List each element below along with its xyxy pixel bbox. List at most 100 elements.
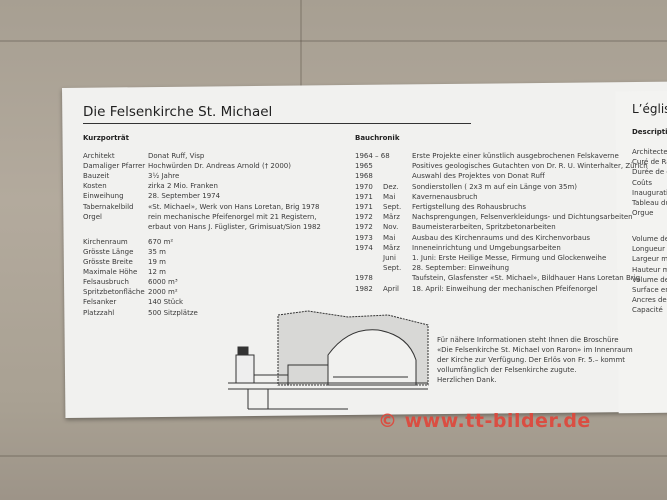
chronicle-year: 1973 (355, 233, 373, 242)
chronicle-year: 1968 (355, 172, 373, 181)
chronicle-event: Fertigstellung des Rohausbruchs (412, 203, 527, 211)
profile-value: zirka 2 Mio. Franken (148, 182, 218, 191)
profile-row: Bauzeit 3½ Jahre (83, 172, 383, 182)
profile-value: Donat Ruff, Visp (148, 152, 205, 160)
profile-label: Grösste Länge (83, 247, 134, 256)
chronicle-row: 1973 Mai Ausbau des Kirchenraums und des K… (355, 234, 625, 244)
french-row: Coûts (632, 178, 652, 187)
profile-value: rein mechanische Pfeifenorgel mit 21 Reg… (148, 212, 317, 221)
profile-label: Felsanker (83, 298, 117, 307)
profile-value: 35 m (148, 247, 166, 256)
chronicle-event: 28. September: Einweihung (412, 264, 510, 273)
profile-value: Hochwürden Dr. Andreas Arnold († 2000) (148, 162, 291, 171)
profile-value: 28. September 1974 (148, 192, 221, 201)
chronicle-month: Sept. (383, 264, 402, 273)
french-row: Architecte (632, 148, 667, 156)
watermark: © www.tt-bilder.de (378, 410, 591, 432)
french-row: Capacité (632, 306, 663, 315)
french-row: Surface en (632, 286, 667, 294)
chronicle-event: Auswahl des Projektes von Donat Ruff (412, 172, 545, 181)
chronicle-year: 1965 (355, 162, 373, 171)
french-row: Curé de Rar (632, 158, 667, 167)
profile-label: Kosten (83, 182, 107, 191)
title-underline (83, 123, 471, 125)
profile-label: Einweihung (83, 192, 124, 201)
profile-row: Grösste Breite 19 m (83, 258, 383, 268)
chronicle-year: 1982 (355, 284, 373, 293)
chronicle-month: April (383, 284, 399, 293)
info-line: vollumfänglich der Felsenkirche zugute. (437, 366, 577, 374)
chronicle-year: 1978 (355, 274, 373, 283)
french-row: Inauguratio (632, 188, 667, 197)
chronicle-year: 1964 – 68 (355, 152, 390, 160)
chronicle-event: Kavernenausbruch (412, 192, 478, 201)
profile-value: «St. Michael», Werk von Hans Loretan, Br… (148, 202, 320, 211)
chronicle-row: 1972 Nov. Baumeisterarbeiten, Spritzbetona… (355, 223, 625, 233)
chronicle-event: Ausbau des Kirchenraums und des Kirchenv… (412, 233, 591, 242)
chronicle-month: März (383, 213, 400, 222)
french-row: Longueur m (632, 245, 667, 254)
chronicle-event: Erste Projekte einer künstlich ausgebroc… (412, 152, 619, 160)
chronicle-year: 1971 (355, 203, 373, 211)
chronicle-event: 1. Juni: Erste Heilige Messe, Firmung un… (412, 254, 607, 262)
chronicle-row: Juni 1. Juni: Erste Heilige Messe, Firmun… (355, 254, 625, 264)
french-row: Volume de (632, 275, 667, 284)
chronicle-month: Mai (383, 233, 396, 242)
chronicle-year: 1972 (355, 213, 373, 222)
profile-label: Tabernakelbild (83, 202, 134, 211)
profile-label: Kirchenraum (83, 237, 128, 246)
chronicle-month: Nov. (383, 223, 399, 232)
chronicle-month: Dez. (383, 182, 399, 191)
chronicle-year: 1970 (355, 182, 373, 191)
chronicle-row: 1964 – 68 Erste Projekte einer künstlich … (355, 152, 625, 162)
chronicle-event: 18. April: Einweihung der mechanischen P… (412, 284, 598, 293)
profile-row: Kosten zirka 2 Mio. Franken (83, 182, 383, 192)
info-line: Herzlichen Dank. (437, 376, 497, 384)
chronicle-row: 1971 Mai Kavernenausbruch (355, 193, 625, 203)
sign-title: Die Felsenkirche St. Michael (83, 104, 273, 120)
profile-row: Orgel rein mechanische Pfeifenorgel mit 2… (83, 213, 383, 223)
profile-label: Bauzeit (83, 172, 110, 181)
french-row: Ancres de r (632, 296, 667, 305)
french-row: Durée de co (632, 168, 667, 177)
profile-value: 12 m (148, 268, 166, 277)
chronicle-event: Nachsprengungen, Felsenverkleidungs- und… (412, 213, 633, 222)
french-row: Orgue (632, 209, 654, 218)
profile-value: erbaut von Hans J. Füglister, Grimisuat/… (148, 222, 321, 231)
french-row: Largeur ma (632, 255, 667, 264)
wall-seam (300, 0, 302, 88)
chronicle-row: 1970 Dez. Sondierstollen ( 2x3 m auf ein L… (355, 183, 625, 193)
profile-label: Grösste Breite (83, 258, 133, 266)
chronicle-event: Inneneinrichtung und Umgebungsarbeiten (412, 243, 561, 252)
profile-value: 19 m (148, 258, 166, 266)
chronicle-event: Baumeisterarbeiten, Spritzbetonarbeiten (412, 223, 556, 232)
chronicle-row: 1965 Positives geologisches Gutachten von… (355, 162, 648, 172)
wall-seam (0, 455, 667, 457)
profile-row: Tabernakelbild «St. Michael», Werk von Ha… (83, 203, 383, 213)
chronicle-event: Sondierstollen ( 2x3 m auf ein Länge von… (412, 182, 578, 191)
chronicle-month: März (383, 243, 400, 252)
profile-value: 3½ Jahre (148, 172, 180, 181)
chronicle-event: Positives geologisches Gutachten von Dr.… (412, 162, 648, 171)
chronicle-month: Mai (383, 192, 396, 201)
info-line: Für nähere Informationen steht Ihnen die… (437, 336, 619, 344)
chronicle-year: 1971 (355, 192, 373, 201)
french-row: Hauteur ma (632, 265, 667, 274)
profile-label: Spritzbetonfläche (83, 288, 145, 297)
profile-row: erbaut von Hans J. Füglister, Grimisuat/… (83, 223, 383, 233)
profile-row: Einweihung 28. September 1974 (83, 192, 383, 202)
profile-label: Orgel (83, 212, 102, 221)
profile-label: Platzzahl (83, 308, 115, 317)
chronicle-year: 1972 (355, 223, 373, 232)
chronicle-row: Sept. 28. September: Einweihung (355, 264, 625, 274)
info-line: der Kirche zur Verfügung. Der Erlös von … (437, 356, 626, 364)
chronicle-month: Juni (383, 254, 396, 262)
